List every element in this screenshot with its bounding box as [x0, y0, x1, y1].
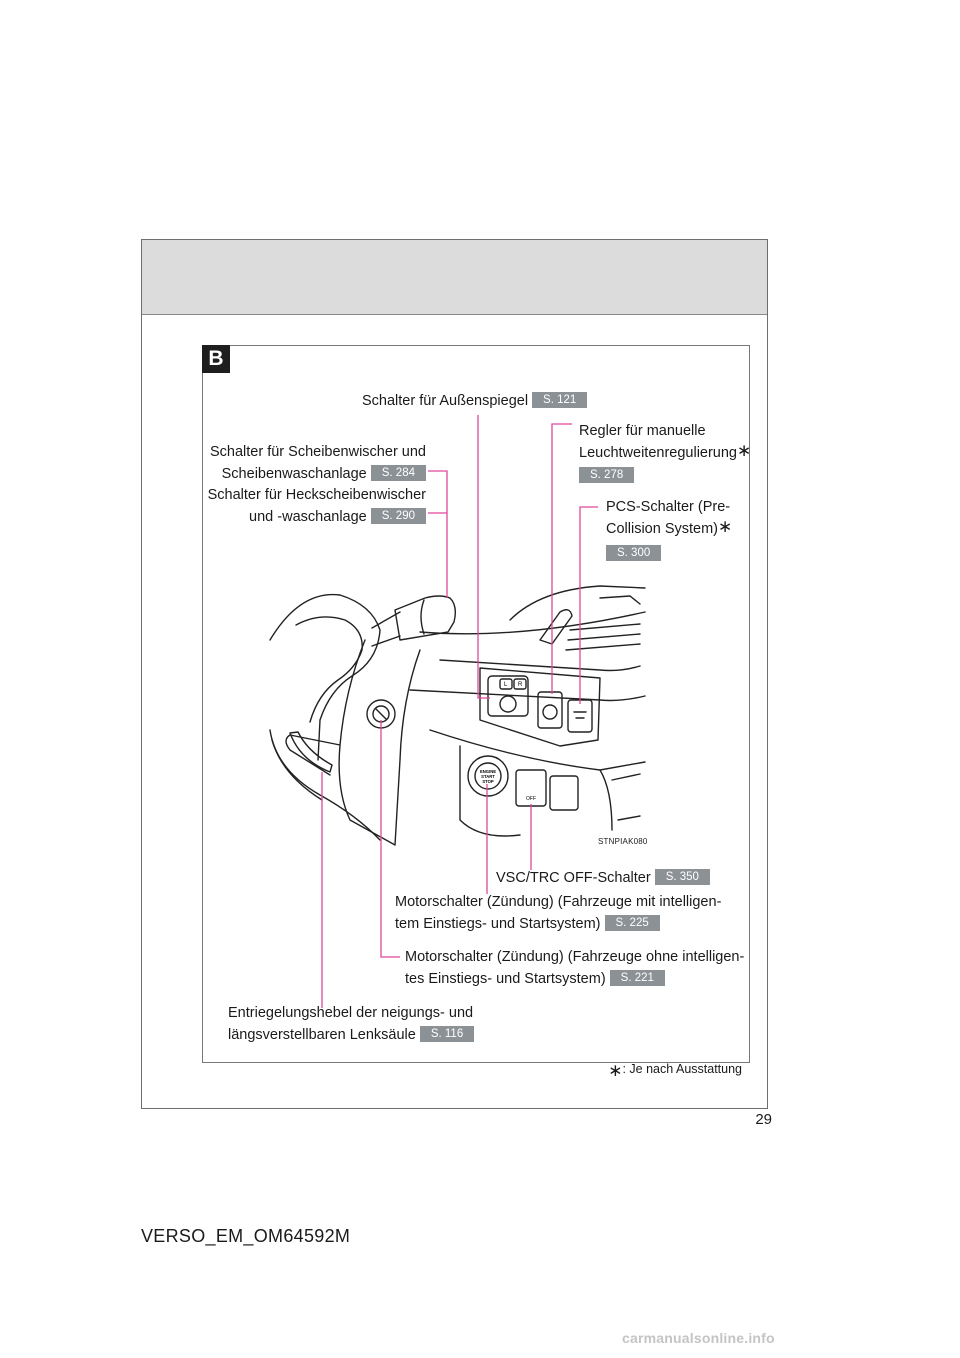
asterisk-pcs: ∗ — [718, 517, 733, 536]
ref-badge-wiper[interactable]: S. 284 — [370, 465, 426, 482]
ref-badge-rear-wiper[interactable]: S. 290 — [370, 508, 426, 525]
label-steering-lever: Entriegelungshebel der neigungs- und län… — [228, 1002, 475, 1046]
label-wiper-line-2: Scheibenwaschanlage — [221, 466, 367, 482]
label-rear-wiper-line-1: Schalter für Heckscheibenwischer — [207, 487, 426, 503]
label-engine-no-smart-line-2: tes Einstiegs- und Startsystem) — [405, 971, 606, 987]
illustration-panel — [202, 345, 750, 1063]
label-headlight-line-1: Regler für manuelle — [579, 423, 706, 439]
label-rear-wiper-line-2: und -waschanlage — [249, 509, 367, 525]
ref-badge-engine-no-smart[interactable]: S. 221 — [609, 970, 665, 987]
label-pcs-line-1: PCS-Schalter (Pre- — [606, 499, 731, 515]
label-steering-line-1: Entriegelungshebel der neigungs- und — [228, 1005, 474, 1021]
page-frame — [141, 239, 768, 1109]
label-vsc-text: VSC/TRC OFF-Schalter — [496, 870, 651, 886]
section-badge: B — [202, 345, 230, 373]
footnote: ∗: Je nach Ausstattung — [600, 1062, 742, 1080]
document-code: VERSO_EM_OM64592M — [141, 1226, 351, 1246]
ref-badge-headlight[interactable]: S. 278 — [579, 467, 635, 484]
ref-badge-pcs[interactable]: S. 300 — [606, 545, 662, 562]
label-headlight-leveling: Regler für manuelle Leuchtweitenregulier… — [579, 420, 751, 487]
label-engine-no-smart-line-1: Motorschalter (Zündung) (Fahrzeuge ohne … — [405, 949, 745, 965]
label-steering-line-2: längsverstellbaren Lenksäule — [228, 1027, 416, 1043]
label-rear-wiper-switch: Schalter für Heckscheibenwischer und -wa… — [190, 484, 426, 528]
ref-badge-mirror[interactable]: S. 121 — [532, 392, 588, 409]
label-headlight-line-2: Leuchtweitenregulierung — [579, 445, 737, 461]
label-engine-switch-no-smart: Motorschalter (Zündung) (Fahrzeuge ohne … — [405, 946, 744, 990]
label-pcs-switch: PCS-Schalter (Pre- Collision System)∗ S.… — [606, 496, 732, 565]
label-wiper-line-1: Schalter für Scheibenwischer und — [209, 444, 426, 460]
asterisk-headlight: ∗ — [737, 441, 752, 460]
illustration-code: STNPIAK080 — [598, 837, 648, 846]
ref-badge-steering[interactable]: S. 116 — [419, 1026, 475, 1043]
label-engine-switch-smart: Motorschalter (Zündung) (Fahrzeuge mit i… — [395, 891, 721, 935]
label-engine-smart-line-2: tem Einstiegs- und Startsystem) — [395, 916, 601, 932]
ref-badge-vsc[interactable]: S. 350 — [654, 869, 710, 886]
footnote-asterisk: ∗ — [608, 1061, 623, 1080]
page-number: 29 — [755, 1111, 772, 1128]
watermark: carmanualsonline.info — [622, 1330, 775, 1346]
label-engine-smart-line-1: Motorschalter (Zündung) (Fahrzeuge mit i… — [395, 894, 722, 910]
label-wiper-switch: Schalter für Scheibenwischer und Scheibe… — [190, 441, 426, 485]
footnote-text: : Je nach Ausstattung — [622, 1062, 742, 1076]
header-band — [142, 240, 767, 315]
label-pcs-line-2: Collision System) — [606, 521, 718, 537]
label-mirror-switch-text: Schalter für Außenspiegel — [362, 393, 529, 409]
ref-badge-engine-smart[interactable]: S. 225 — [604, 915, 660, 932]
